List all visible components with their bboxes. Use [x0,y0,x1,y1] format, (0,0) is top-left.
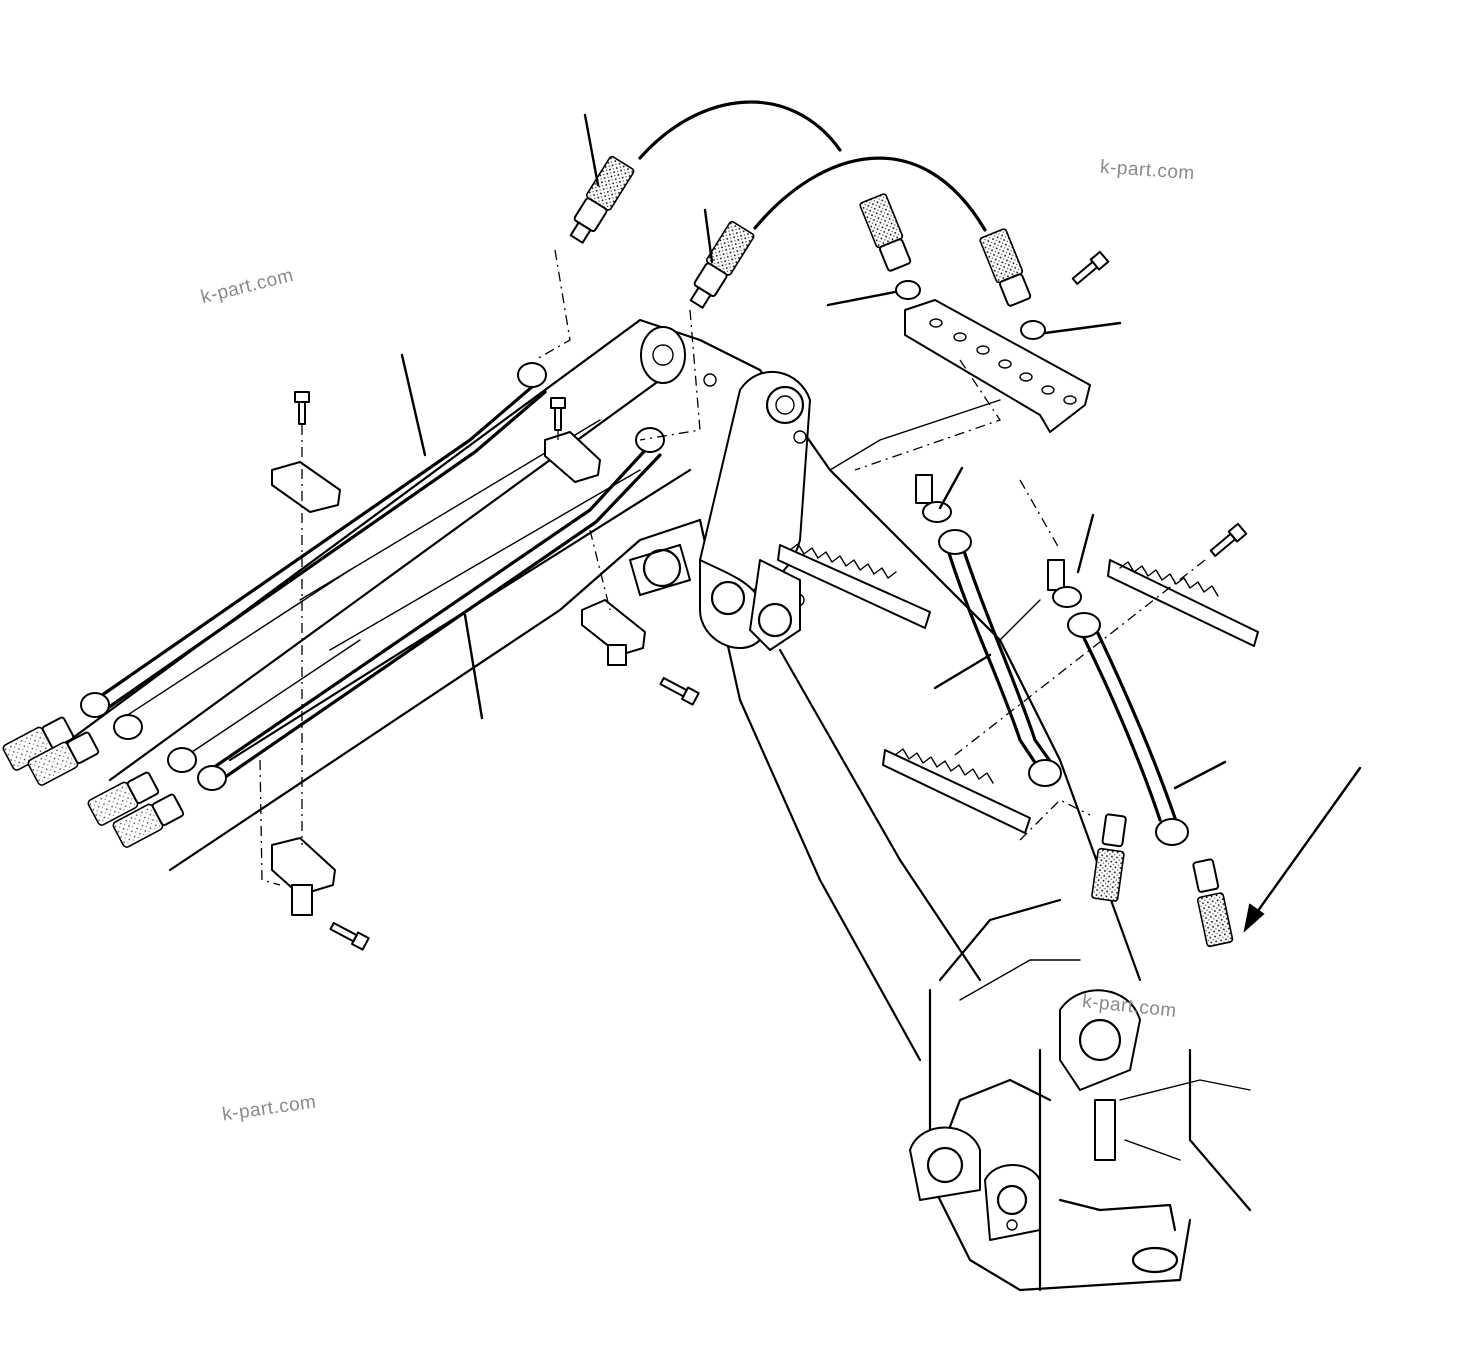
leader-10 [1173,760,1227,790]
hose-upper-2 [753,156,987,232]
clamps [271,299,1259,916]
leader-4 [463,613,484,720]
boom-structure [68,318,1252,1292]
leader-6 [1043,321,1122,335]
leader-7 [938,466,964,510]
leader-lines [400,113,1227,790]
center-lines [259,249,1206,886]
leader-3 [400,353,427,457]
leader-9 [933,653,992,690]
leader-2 [703,208,714,264]
hoses [93,100,1177,822]
hose-upper-1 [638,100,842,160]
view-direction-arrow [1243,766,1362,933]
bolts [294,250,1248,951]
leader-5 [826,290,897,307]
leader-8 [1076,513,1095,574]
fittings [2,155,1234,948]
leader-1 [583,113,600,187]
